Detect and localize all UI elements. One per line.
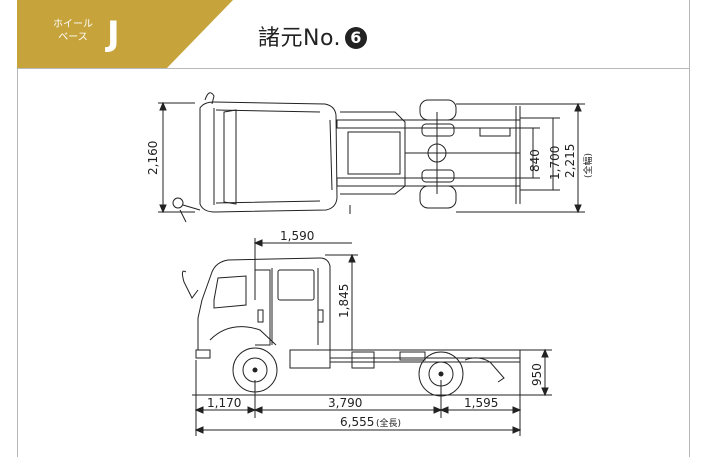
overall-length-arrow-right: [512, 426, 522, 434]
cab-length-label: 1,590: [280, 229, 314, 243]
top-mirror-lower-arm: [179, 204, 201, 223]
wheelbase-label: ホイール ベース: [43, 18, 103, 44]
top-view: 2,160 840: [146, 92, 594, 223]
frame-height-arrow-top: [541, 348, 549, 358]
top-gearbox: [347, 131, 401, 175]
overall-length-label: 6,555: [340, 415, 374, 429]
top-rear-wheel-lower-inner: [421, 169, 455, 183]
side-mirror: [181, 270, 199, 299]
spec-number-badge: 6: [345, 27, 368, 49]
cab-length-arrow: [253, 239, 263, 247]
rear-overhang-arrow-right: [512, 406, 522, 414]
cab-height-arrow: [348, 253, 356, 263]
top-differential: [427, 143, 447, 163]
cab-height-label: 1,845: [337, 284, 351, 318]
rear-overhang-label: 1,595: [464, 396, 498, 410]
wheelbase-arrow-right: [433, 406, 443, 414]
overall-width-note: (全幅): [582, 153, 594, 178]
side-battery-box: [351, 351, 375, 369]
top-windshield: [223, 109, 237, 205]
side-front-wheel-arch: [209, 326, 277, 346]
overall-width-arrow-bottom: [574, 204, 582, 214]
top-rear-wheel-upper-inner: [421, 123, 455, 137]
overall-width-arrow-top: [574, 102, 582, 112]
side-rear-hub-center: [438, 371, 444, 377]
side-cab-outline: [197, 257, 331, 350]
side-fuel-tank: [289, 349, 331, 369]
top-mirror-upper: [204, 92, 215, 105]
front-overhang-arrow-left: [194, 406, 204, 414]
side-rear-hanger: [464, 357, 505, 383]
wheelbase-code: J: [107, 14, 120, 54]
wheelbase-tag: ホイール ベース J: [17, 0, 233, 68]
top-mirror-lower-head: [172, 197, 184, 209]
cab-width-arrow-top: [159, 101, 167, 111]
top-rear-wheel-lower-outer: [419, 185, 457, 209]
spec-title-prefix: 諸元No.: [258, 26, 342, 51]
front-overhang-arrow-right: [247, 406, 257, 414]
spec-title: 諸元No.6: [258, 20, 368, 52]
wheelbase-label-value: 3,790: [328, 396, 362, 410]
side-front-door-handle: [257, 309, 264, 323]
wheelbase-tag-shape: [17, 0, 233, 68]
side-windshield: [213, 275, 247, 309]
top-cab-rear: [329, 119, 333, 191]
top-rear-wheel-upper-outer: [419, 99, 457, 121]
frame-height-label: 950: [530, 363, 544, 386]
header-divider: [17, 68, 690, 69]
side-rear-window: [277, 269, 315, 301]
wheelbase-label-line2: ベース: [58, 32, 88, 43]
outer-frame-label: 1,700: [548, 146, 562, 180]
wheelbase-arrow-left: [253, 406, 263, 414]
side-front-hub-center: [252, 367, 258, 373]
side-spring-rear: [399, 351, 426, 361]
frame-height-arrow-bottom: [541, 387, 549, 397]
front-overhang-label: 1,170: [207, 396, 241, 410]
top-cab-inner: [213, 108, 321, 205]
side-view: 1,590 1,845: [181, 229, 552, 436]
overall-length-arrow-left: [194, 426, 204, 434]
inner-frame-label: 840: [528, 149, 542, 172]
side-front-door: [255, 269, 271, 346]
side-rear-door-handle: [317, 309, 324, 323]
wheelbase-label-line1: ホイール: [53, 19, 93, 30]
side-rear-door: [271, 268, 319, 345]
side-bumper: [195, 349, 211, 359]
top-spring-hanger: [479, 127, 511, 137]
cab-width-label: 2,160: [146, 141, 160, 175]
top-cab-outline: [199, 101, 338, 213]
rear-overhang-arrow-left: [439, 406, 449, 414]
page-frame-right: [689, 0, 690, 457]
cab-width-arrow-bottom: [159, 204, 167, 214]
overall-length-note: (全長): [376, 417, 401, 429]
top-engine-block: [340, 111, 406, 195]
overall-width-label: 2,215: [563, 144, 577, 178]
page-frame-left: [17, 0, 18, 457]
